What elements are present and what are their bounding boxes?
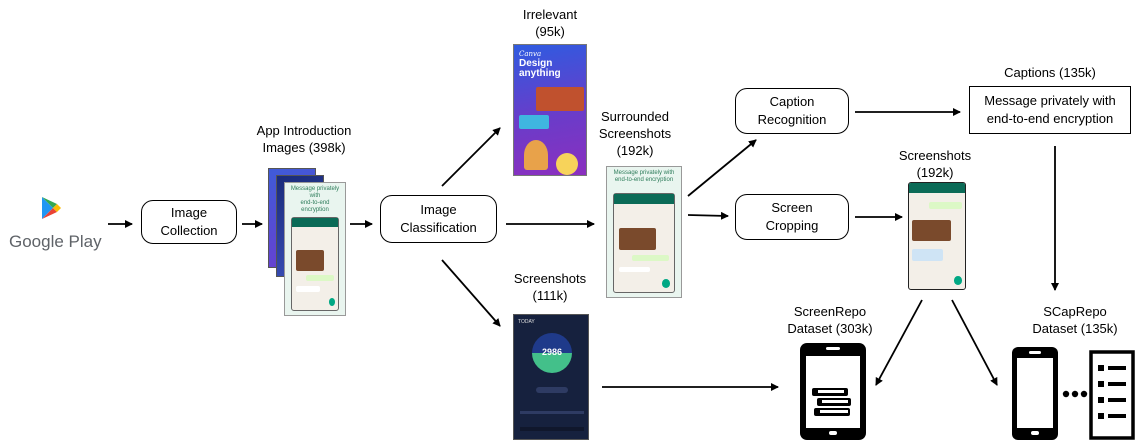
arrow-surrounded-to-caption bbox=[687, 139, 757, 197]
ellipsis-icon bbox=[1062, 390, 1088, 398]
image-collection-box: Image Collection bbox=[141, 200, 237, 244]
arrow-classification-to-irrelevant bbox=[441, 127, 501, 187]
arrow-classification-to-screenshots bbox=[441, 259, 501, 327]
screenshots-192k-label: Screenshots (192k) bbox=[898, 148, 972, 180]
cropped-screenshot-thumbnail bbox=[908, 182, 966, 290]
captions-label: Captions (135k) bbox=[1004, 65, 1096, 80]
image-classification-box: Image Classification bbox=[380, 195, 497, 243]
caption-text-box: Message privately with end-to-end encryp… bbox=[969, 86, 1131, 134]
screen-cropping-box: Screen Cropping bbox=[735, 194, 849, 240]
screenrepo-label: ScreenRepo Dataset (303k) bbox=[787, 304, 873, 336]
canva-headline: Design anything bbox=[519, 58, 561, 79]
document-list-icon bbox=[1089, 350, 1135, 440]
canva-brand: Canva bbox=[519, 50, 542, 58]
fitness-day: TODAY bbox=[518, 319, 535, 325]
screenshots-111k-label: Screenshots (111k) bbox=[513, 271, 587, 303]
google-play-icon bbox=[42, 197, 61, 219]
surrounded-caption: Message privately with end-to-end encryp… bbox=[613, 170, 675, 183]
surrounded-screenshot-thumbnail: Message privately with end-to-end encryp… bbox=[606, 166, 682, 298]
fitness-screenshot-thumbnail: TODAY 2986 bbox=[513, 314, 589, 440]
books-icon bbox=[812, 388, 851, 416]
app-intro-images-label: App Introduction Images (398k) bbox=[256, 123, 352, 155]
surrounded-chat bbox=[612, 193, 676, 294]
surrounded-screenshots-label: Surrounded Screenshots (192k) bbox=[598, 109, 672, 158]
app-intro-caption: Message privately with end-to-end encryp… bbox=[290, 186, 340, 213]
caption-recognition-box: Caption Recognition bbox=[735, 88, 849, 134]
arrow-screenshots-to-scaprepo bbox=[951, 299, 998, 386]
app-intro-stack-front: Message privately with end-to-end encryp… bbox=[284, 182, 346, 316]
scaprepo-label: SCapRepo Dataset (135k) bbox=[1032, 304, 1118, 336]
fitness-steps: 2986 bbox=[541, 347, 563, 357]
irrelevant-thumbnail: Canva Design anything bbox=[513, 44, 587, 176]
arrow-screenshots-to-screenrepo bbox=[875, 299, 923, 386]
irrelevant-label: Irrelevant (95k) bbox=[522, 7, 578, 39]
app-intro-chat bbox=[291, 217, 339, 312]
arrow-surrounded-to-cropping bbox=[687, 211, 729, 220]
google-play-label: Google Play bbox=[9, 232, 102, 251]
phone-icon bbox=[1012, 347, 1058, 440]
